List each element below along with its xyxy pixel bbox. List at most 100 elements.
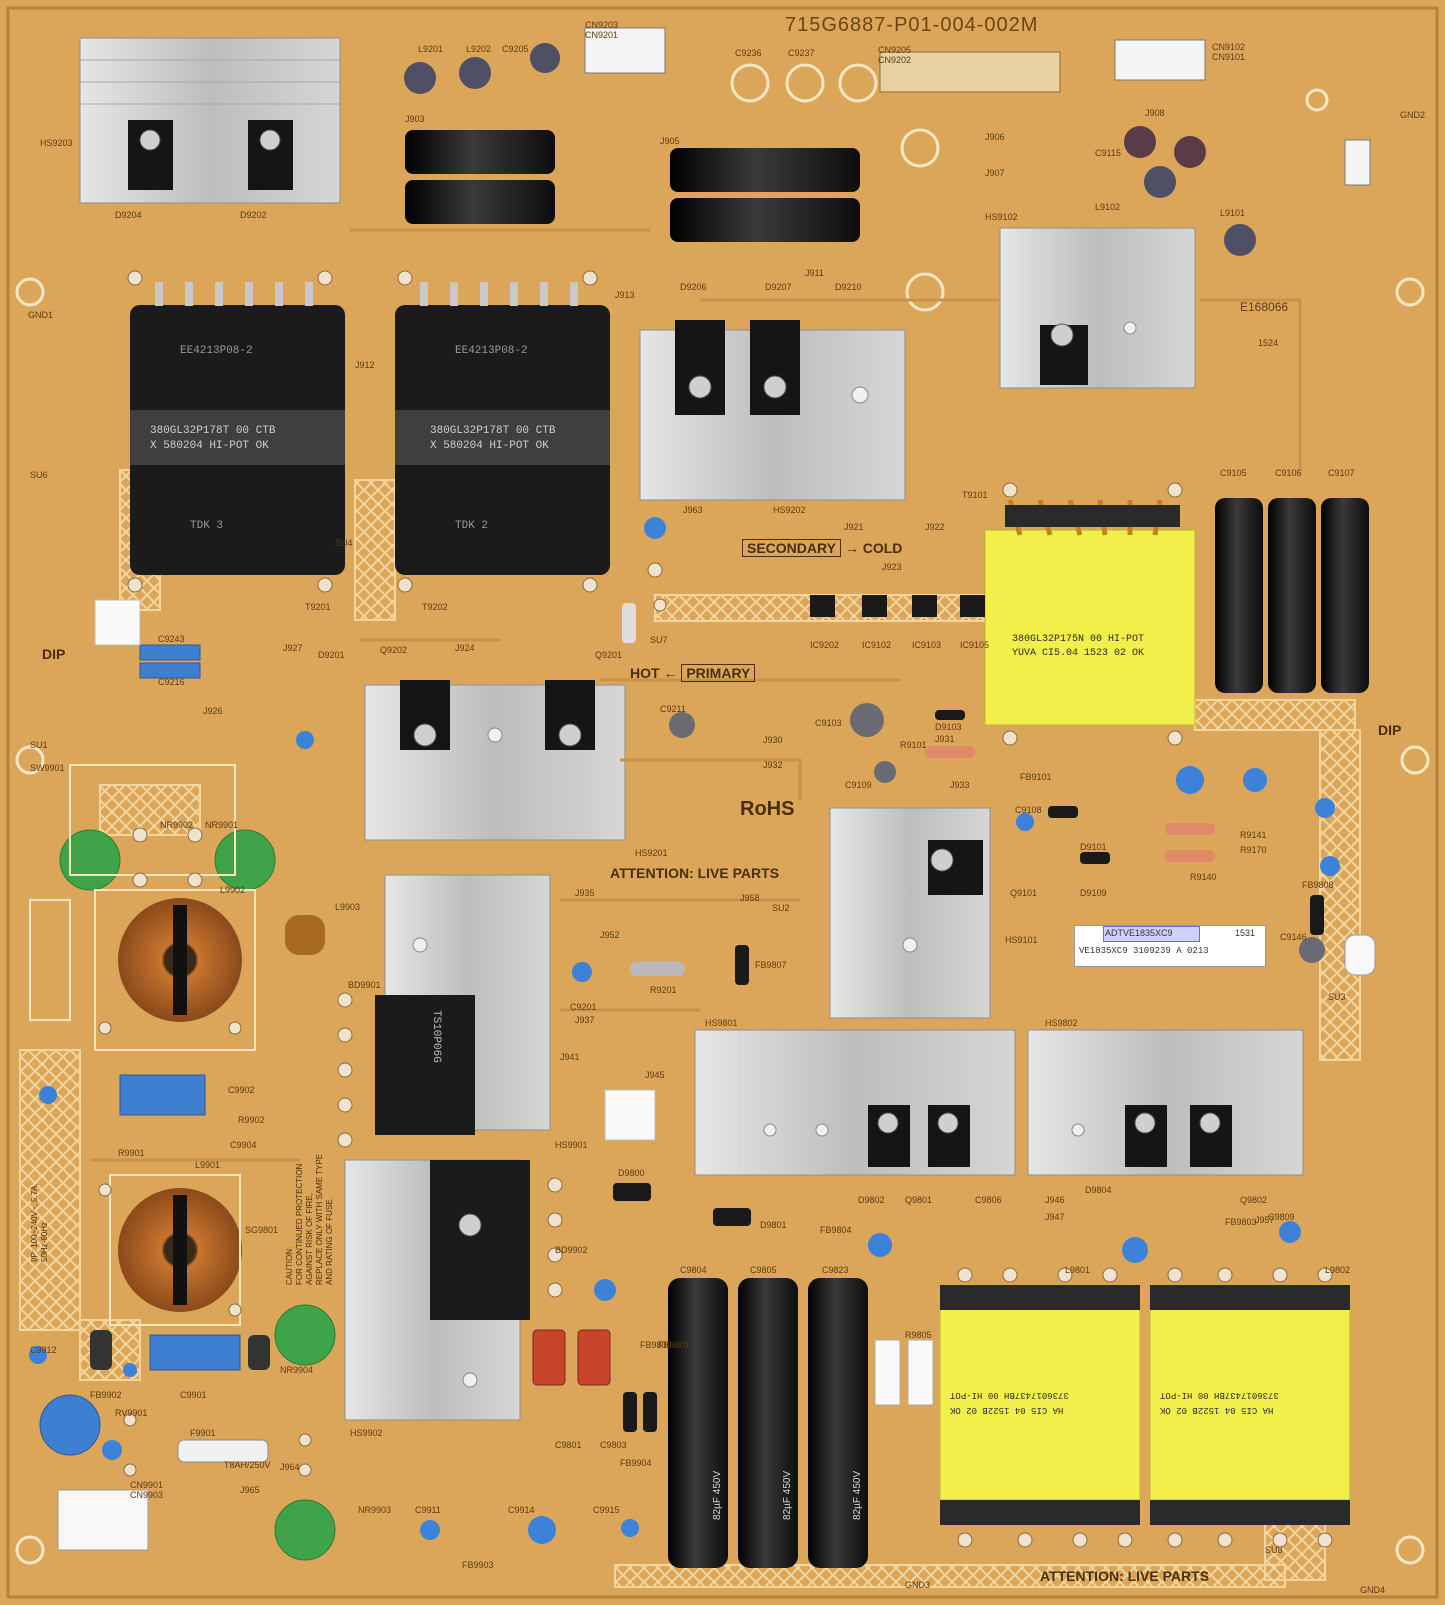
dip-right-label: DIP xyxy=(1378,722,1402,738)
ref-j941: J941 xyxy=(560,1052,580,1062)
ref-l9802: L9802 xyxy=(1325,1265,1351,1275)
ref-c9205: C9205 xyxy=(502,44,529,54)
ref-gnd3: GND3 xyxy=(905,1580,931,1590)
t9201-marking-3: X 580204 HI-POT OK xyxy=(150,440,269,452)
ref-j921: J921 xyxy=(844,522,864,532)
ref-d9802: D9802 xyxy=(858,1195,885,1205)
heatsink-hs9101 xyxy=(829,807,991,1019)
sticker-line-2: VE1835XC9 3109239 A 0213 xyxy=(1079,946,1209,956)
fuse-rating: T8AH/250V xyxy=(224,1460,271,1470)
ref-j933: J933 xyxy=(950,780,970,790)
heatsink-hs9202 xyxy=(639,320,906,501)
traces xyxy=(90,228,1302,1162)
heatsink-hs9802 xyxy=(1027,1029,1304,1176)
ref-c9146: C9146 xyxy=(1280,932,1307,942)
ref-l9202: L9202 xyxy=(466,44,492,54)
t9201-marking-4: TDK 3 xyxy=(190,520,224,532)
ref-hs9801: HS9801 xyxy=(705,1018,738,1028)
ref-gnd4: GND4 xyxy=(1360,1585,1386,1595)
ref-j958: J958 xyxy=(740,893,760,903)
ref-sw9901: SW9901 xyxy=(30,763,65,773)
ref-q9202: Q9202 xyxy=(380,645,408,655)
ref-ic9103: IC9103 xyxy=(912,640,942,650)
ref-j957: J957 xyxy=(1255,1215,1275,1225)
film-caps-blue xyxy=(39,644,241,1456)
heatsink-hs9102 xyxy=(999,227,1196,389)
ref-d9210: D9210 xyxy=(835,282,862,292)
ref-cn9903: CN9903 xyxy=(130,1490,164,1500)
t9202-marking-2: 380GL32P178T 00 CTB xyxy=(430,425,556,437)
ref-d9804: D9804 xyxy=(1085,1185,1112,1195)
secondary-box: SECONDARY xyxy=(742,539,841,557)
axial-parts xyxy=(613,603,1324,1432)
ref-d9109: D9109 xyxy=(1080,888,1107,898)
transformer-l9801 xyxy=(939,1285,1141,1525)
ref-r9141: R9141 xyxy=(1240,830,1267,840)
ref-c9902: C9902 xyxy=(228,1085,255,1095)
ref-hs9202: HS9202 xyxy=(773,505,806,515)
ref-c9109: C9109 xyxy=(845,780,872,790)
ref-l9902: L9902 xyxy=(220,885,246,895)
ref-fb9807: FB9807 xyxy=(755,960,787,970)
ref-cn9205: CN9205 xyxy=(878,45,912,55)
ref-ic9102: IC9102 xyxy=(862,640,892,650)
ref-j932: J932 xyxy=(763,760,783,770)
ref-t9101: T9101 xyxy=(962,490,988,500)
t9201-marking-2: 380GL32P178T 00 CTB xyxy=(150,425,276,437)
c9805-label: 82µF 450V xyxy=(782,1470,793,1520)
ref-d9202: D9202 xyxy=(240,210,267,220)
ref-d9101: D9101 xyxy=(1080,842,1107,852)
qr-labels xyxy=(94,599,656,1141)
sticker-code: ADTVE1835XC9 xyxy=(1105,928,1173,938)
ref-nr9903: NR9903 xyxy=(358,1505,392,1515)
ref-su8: SU8 xyxy=(1265,1545,1283,1555)
ref-c9108: C9108 xyxy=(1015,805,1042,815)
ref-nr9902: NR9902 xyxy=(160,820,194,830)
board-edge xyxy=(6,6,1439,1599)
ref-j922: J922 xyxy=(925,522,945,532)
ref-d9800: D9800 xyxy=(618,1168,645,1178)
ref-j945: J945 xyxy=(645,1070,665,1080)
ref-cn9202: CN9202 xyxy=(878,55,912,65)
ref-fb9804: FB9804 xyxy=(820,1225,852,1235)
ref-c9804: C9804 xyxy=(680,1265,707,1275)
ref-j963: J963 xyxy=(683,505,703,515)
connectors-top xyxy=(584,27,1371,186)
ref-c9115: C9115 xyxy=(1095,148,1121,158)
ref-c9823: C9823 xyxy=(822,1265,849,1275)
ref-hs9902: HS9902 xyxy=(350,1428,383,1438)
ref-j964: J964 xyxy=(280,1462,300,1472)
horizontal-caps xyxy=(405,130,860,242)
ref-gnd2: GND2 xyxy=(1400,110,1426,120)
ref-c9915: C9915 xyxy=(593,1505,620,1515)
ref-q9201: Q9201 xyxy=(595,650,623,660)
ref-hs9802: HS9802 xyxy=(1045,1018,1078,1028)
attention-live-parts-mid: ATTENTION: LIVE PARTS xyxy=(610,865,780,881)
dip-left-label: DIP xyxy=(42,646,66,662)
ref-ic9202: IC9202 xyxy=(810,640,840,650)
ref-j923: J923 xyxy=(882,562,902,572)
ref-su7: SU7 xyxy=(650,635,668,645)
ref-j947: J947 xyxy=(1045,1212,1065,1222)
ref-j935: J935 xyxy=(575,888,595,898)
ref-l9801: L9801 xyxy=(1065,1265,1091,1275)
ref-r9170: R9170 xyxy=(1240,845,1267,855)
ref-r9902: R9902 xyxy=(238,1115,265,1125)
ref-nr9904: NR9904 xyxy=(280,1365,314,1375)
t9101-marking-2: YUVA CI5.04 1523 02 OK xyxy=(1012,648,1145,659)
ref-d9801: D9801 xyxy=(760,1220,787,1230)
bulk-caps xyxy=(668,1278,868,1568)
transformer-t9202 xyxy=(395,282,610,575)
ref-j908: J908 xyxy=(1145,108,1165,118)
secondary-cold-label: SECONDARY → COLD xyxy=(742,539,902,557)
ref-sg9801: SG9801 xyxy=(245,1225,279,1235)
attention-live-parts-bottom: ATTENTION: LIVE PARTS xyxy=(1040,1568,1210,1584)
ref-hs9201: HS9201 xyxy=(635,848,668,858)
ref-r9201: R9201 xyxy=(650,985,677,995)
ref-ic9105: IC9105 xyxy=(960,640,990,650)
ref-cn9102: CN9102 xyxy=(1212,42,1246,52)
ref-j907: J907 xyxy=(985,168,1005,178)
ref-c9901: C9901 xyxy=(180,1390,207,1400)
